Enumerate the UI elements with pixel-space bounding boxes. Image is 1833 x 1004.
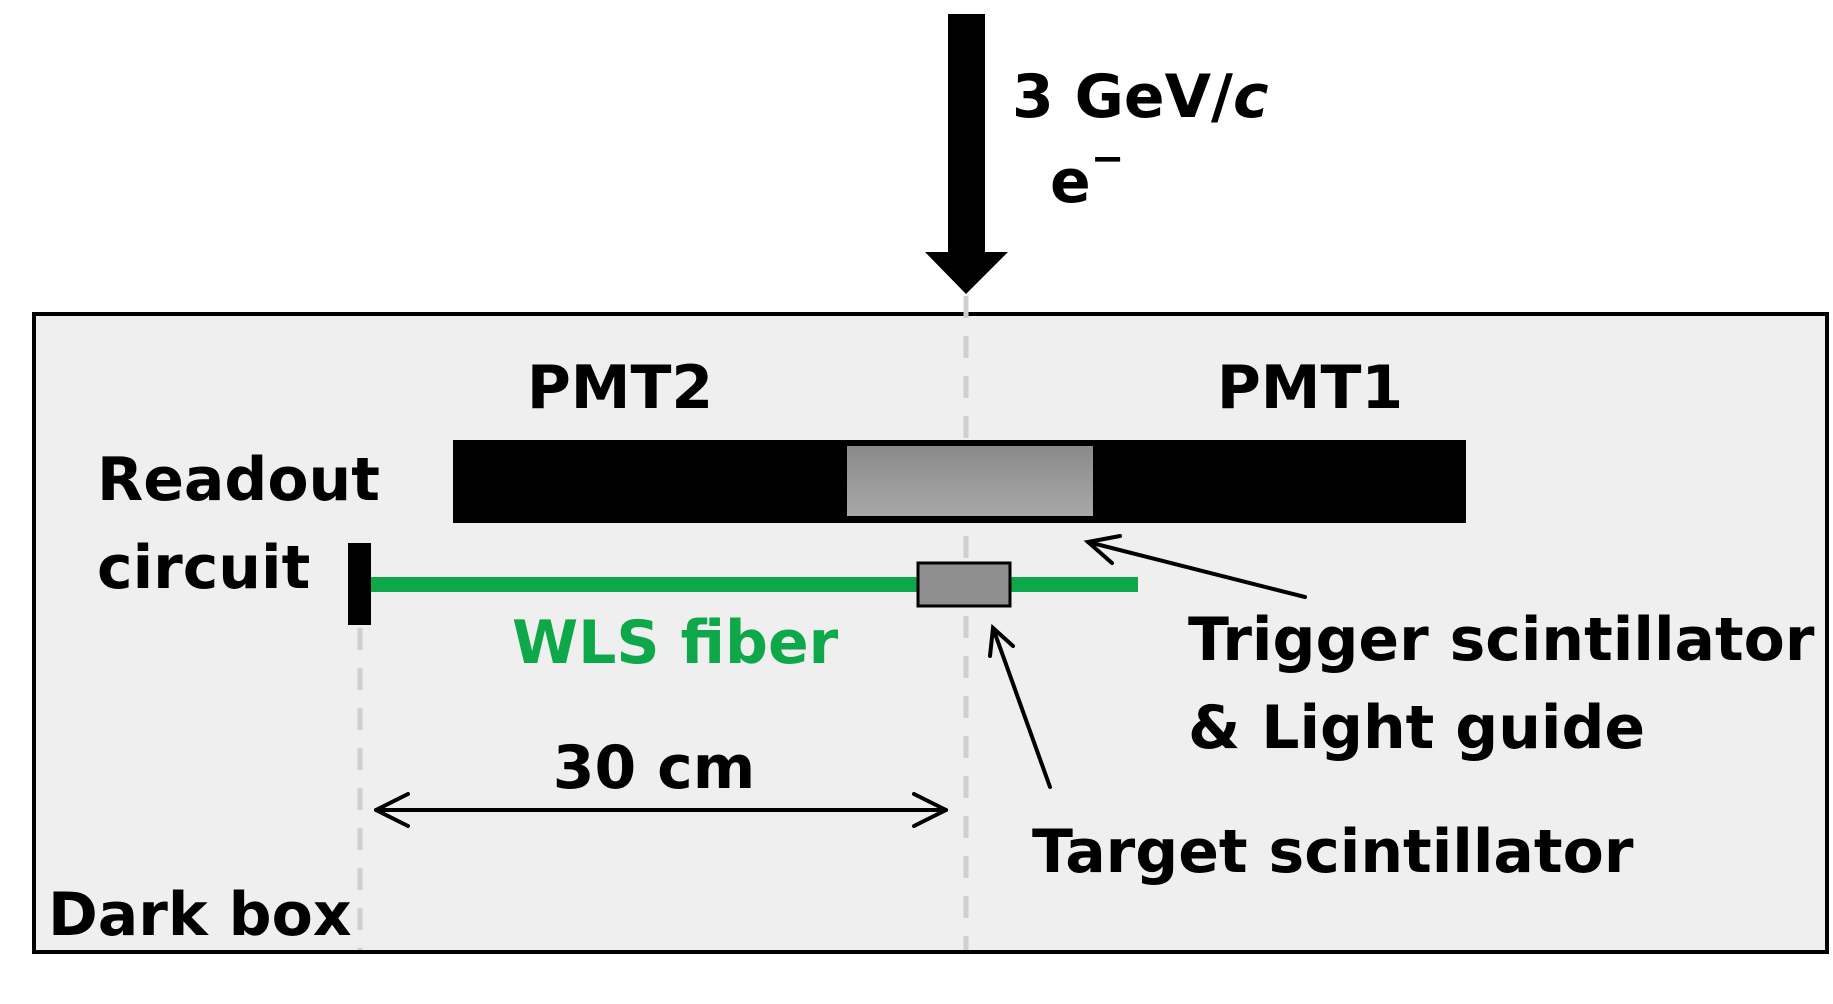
pmt1-label: PMT1 [1217, 353, 1403, 423]
beam-particle-label: e− [1050, 136, 1124, 217]
target-scintillator-label: Target scintillator [1032, 817, 1634, 887]
readout-circuit [348, 543, 371, 625]
dark-box [32, 312, 1829, 954]
dark-box-label: Dark box [48, 880, 352, 950]
beam-arrow [925, 14, 1008, 294]
beam-momentum-label: 3 GeV/c [1012, 62, 1269, 132]
readout-circuit-label-line1: Readout [97, 445, 380, 515]
readout-circuit-label-line2: circuit [97, 533, 310, 603]
target-scintillator [916, 561, 1012, 608]
trigger-scintillator-light-guide [847, 446, 1093, 516]
trigger-scintillator-label-line2: & Light guide [1188, 693, 1645, 763]
wls-fiber [371, 577, 1138, 592]
distance-label: 30 cm [553, 733, 755, 803]
wls-fiber-label: WLS fiber [512, 608, 839, 678]
target-pointer-arrow [988, 623, 1052, 789]
trigger-scintillator-label-line1: Trigger scintillator [1188, 605, 1815, 675]
trigger-pointer-arrow [1083, 534, 1307, 599]
pmt2-label: PMT2 [527, 353, 713, 423]
distance-double-arrow [374, 792, 948, 828]
